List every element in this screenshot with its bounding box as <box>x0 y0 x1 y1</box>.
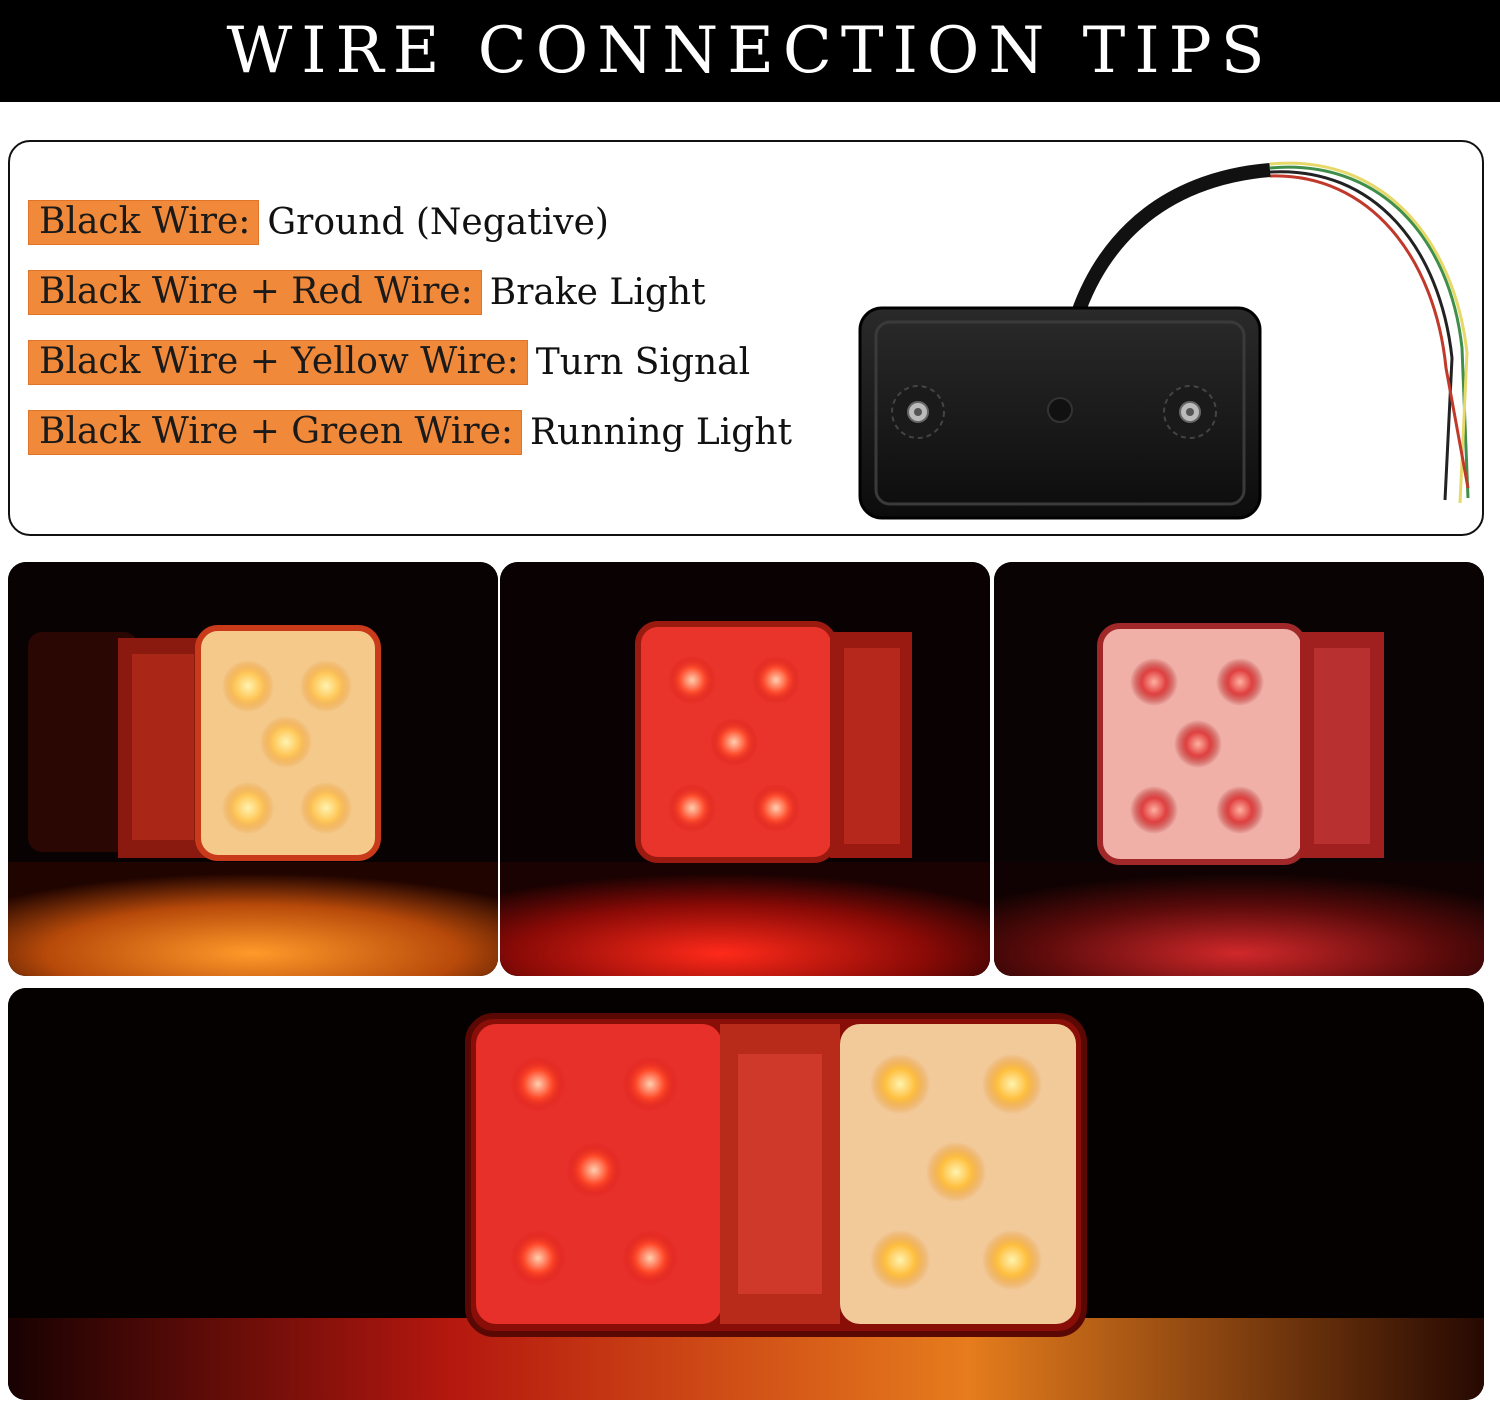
wire-legend-card: Black Wire: Ground (Negative) Black Wire… <box>8 140 1484 536</box>
legend-value: Running Light <box>530 412 792 453</box>
legend-value: Brake Light <box>489 272 706 313</box>
tail-light-image <box>8 562 498 976</box>
legend-value: Ground (Negative) <box>267 202 609 243</box>
page-title: WIRE CONNECTION TIPS <box>226 14 1274 88</box>
tail-light-image <box>8 988 1484 1400</box>
legend-key: Black Wire + Green Wire: <box>28 410 523 455</box>
legend-key: Black Wire: <box>28 200 260 245</box>
cable-grommet <box>1047 397 1073 423</box>
header-banner: WIRE CONNECTION TIPS <box>0 0 1500 102</box>
legend-value: Turn Signal <box>535 342 751 383</box>
running-light-photo <box>994 562 1484 976</box>
wire-bundle <box>1269 161 1470 504</box>
legend-key: Black Wire + Red Wire: <box>28 270 482 315</box>
brake-light-photo <box>500 562 990 976</box>
legend-row-turn: Black Wire + Yellow Wire: Turn Signal <box>28 340 750 385</box>
mounting-stud-icon <box>1163 385 1217 439</box>
tail-light-image <box>500 562 990 976</box>
legend-row-brake: Black Wire + Red Wire: Brake Light <box>28 270 706 315</box>
legend-key: Black Wire + Yellow Wire: <box>28 340 528 385</box>
light-back-illustration <box>858 161 1470 520</box>
turn-signal-photo <box>8 562 498 976</box>
legend-row-running: Black Wire + Green Wire: Running Light <box>28 410 792 455</box>
mounting-stud-icon <box>891 385 945 439</box>
combined-light-photo <box>8 988 1484 1400</box>
legend-row-ground: Black Wire: Ground (Negative) <box>28 200 609 245</box>
tail-light-image <box>994 562 1484 976</box>
